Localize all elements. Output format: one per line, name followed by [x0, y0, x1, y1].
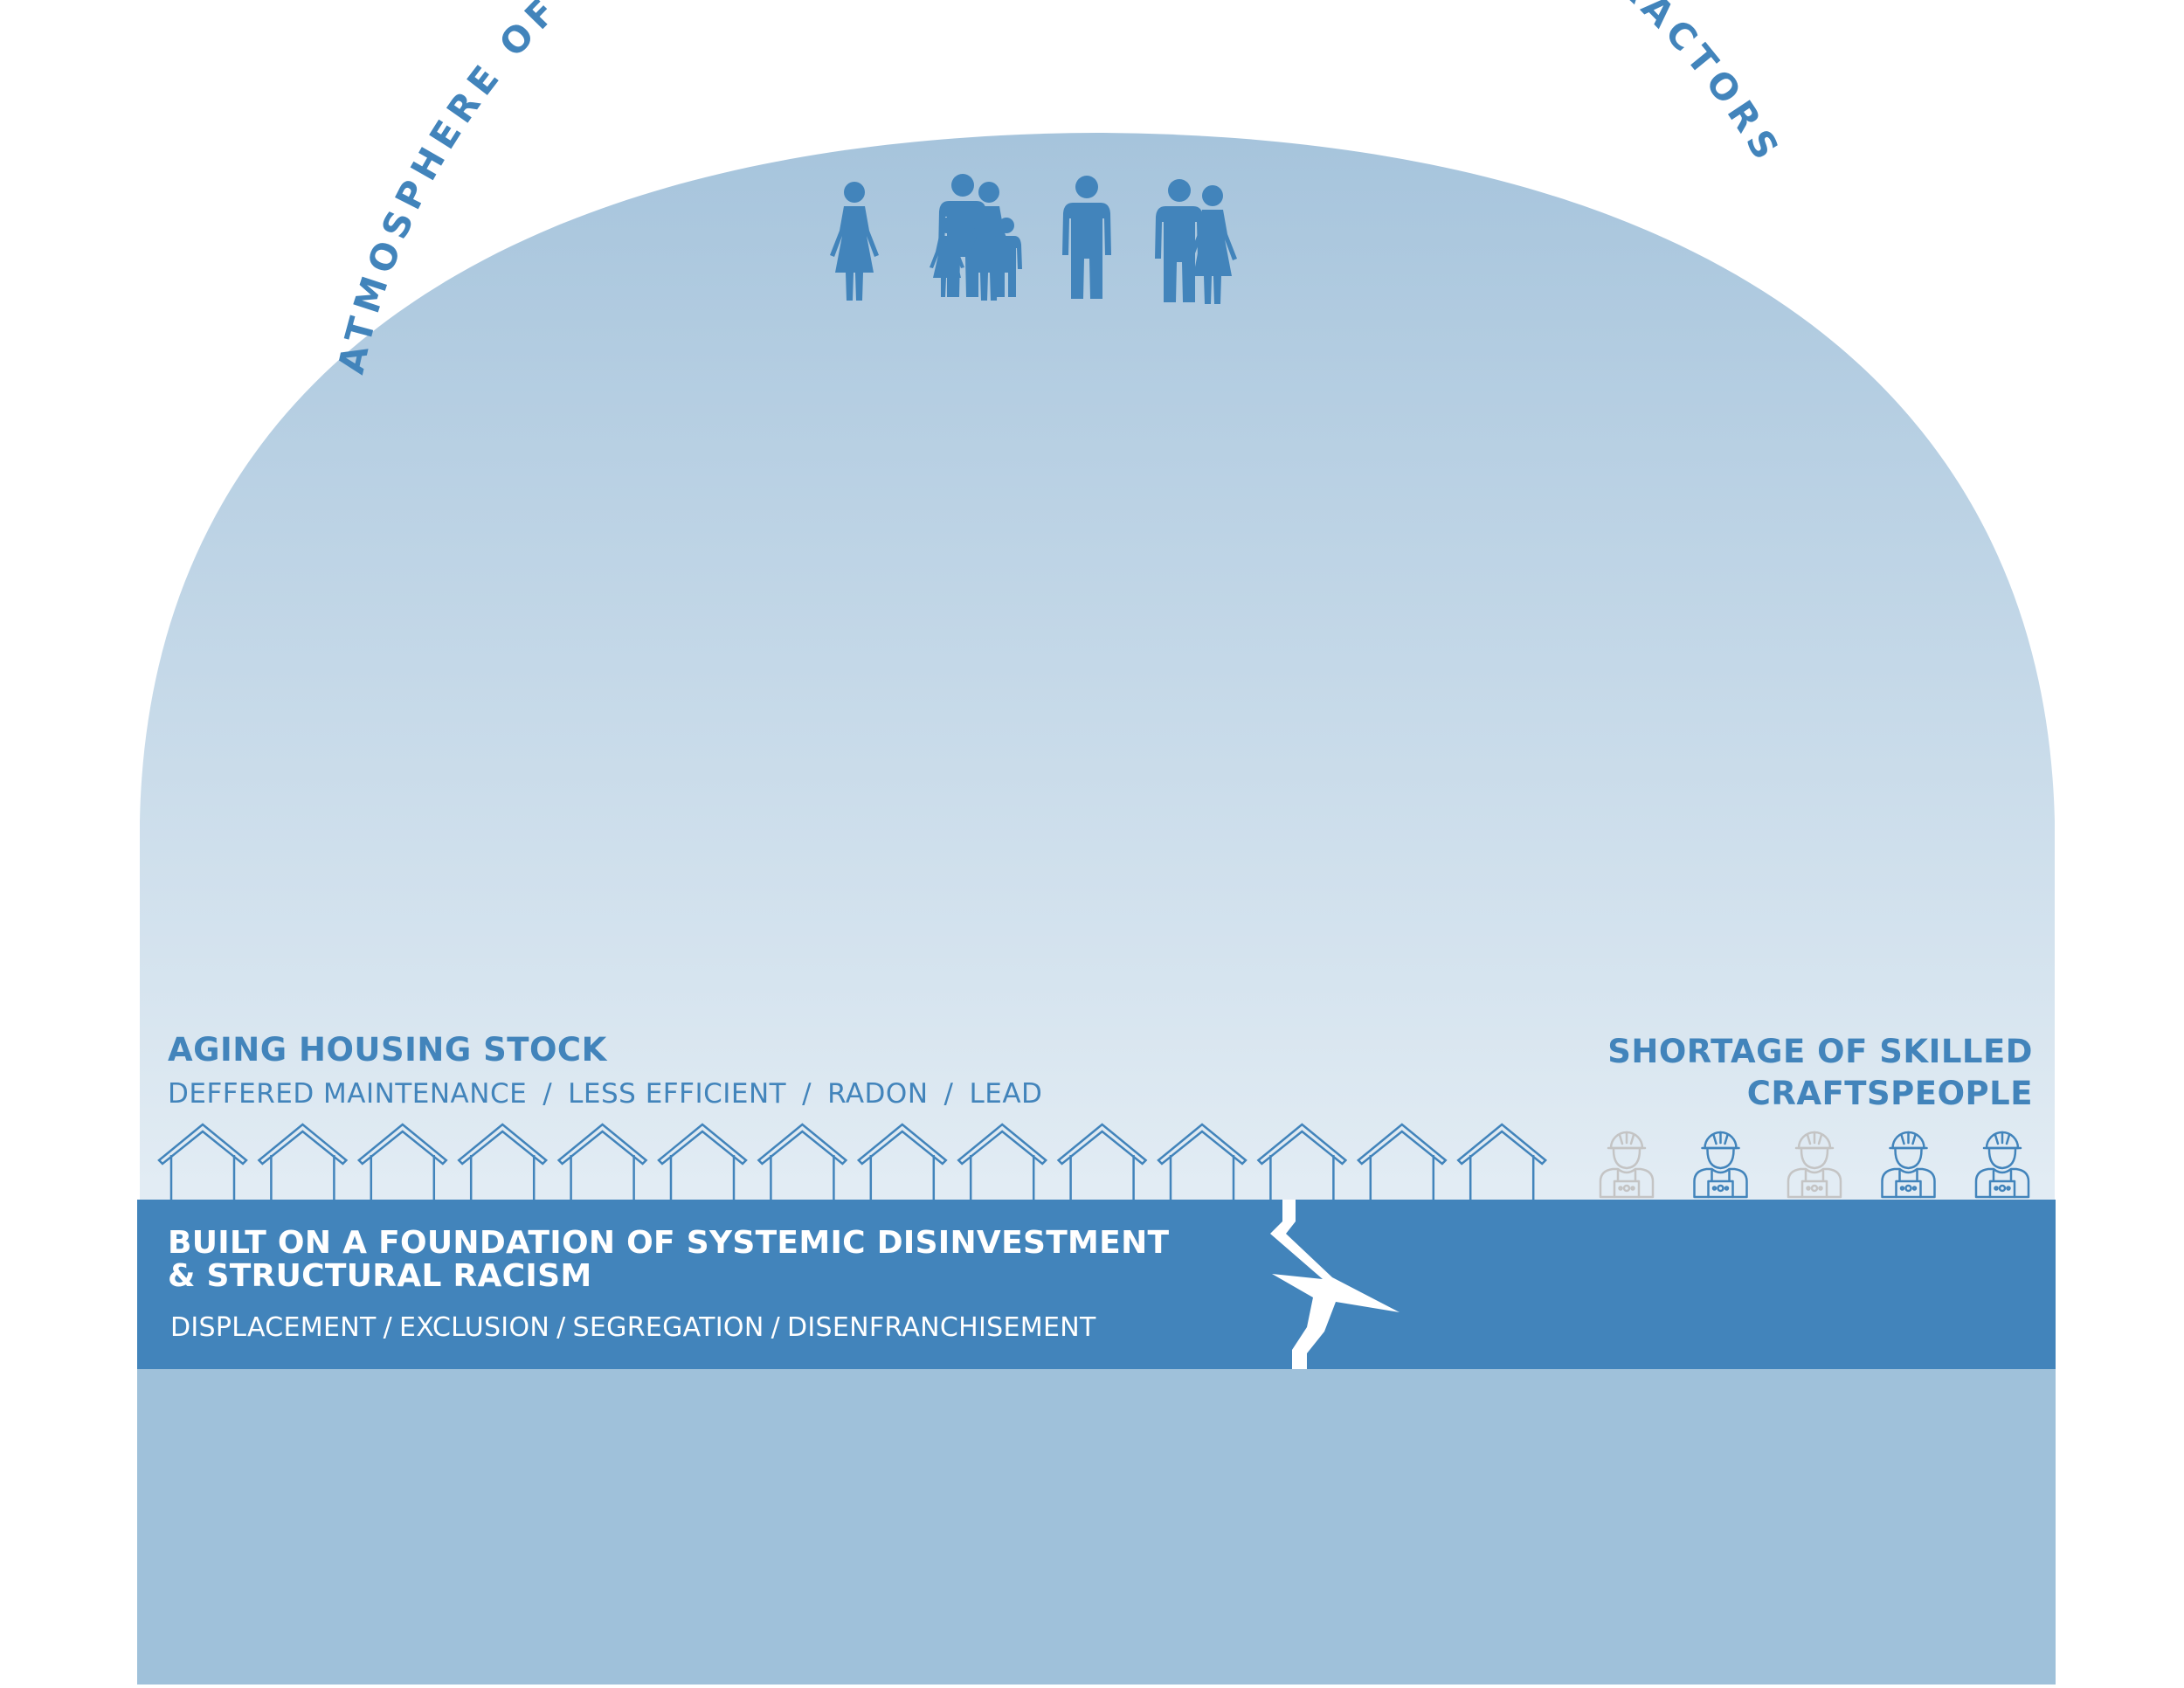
crack-icon — [1270, 1200, 1400, 1369]
shortage-line: SHORTAGE OF SKILLED — [1607, 1033, 2033, 1070]
foundation-item: EXCLUSION — [399, 1312, 550, 1343]
foundation-title: BUILT ON A FOUNDATION OF SYSTEMIC DISINV… — [168, 1227, 1169, 1293]
aging-item: DEFFERED MAINTENANCE — [168, 1078, 528, 1110]
foundation-item: DISENFRANCHISEMENT — [786, 1312, 1096, 1343]
foundation-line: & STRUCTURAL RACISM — [168, 1258, 592, 1294]
foundation-band — [137, 1200, 2056, 1369]
separator: / — [802, 1078, 812, 1110]
aging-item: RADON — [827, 1078, 929, 1110]
aging-housing-subtitle: DEFFERED MAINTENANCE / LESS EFFICIENT / RADO… — [168, 1078, 1042, 1110]
separator: / — [543, 1078, 553, 1110]
foundation-subtitle: DISPLACEMENT/EXCLUSION/SEGREGATION/DISEN… — [170, 1312, 1096, 1343]
separator: / — [556, 1312, 566, 1343]
separator: / — [383, 1312, 393, 1343]
separator: / — [771, 1312, 780, 1343]
foundation-item: DISPLACEMENT — [170, 1312, 377, 1343]
shortage-line: CRAFTSPEOPLE — [1746, 1075, 2033, 1112]
separator: / — [943, 1078, 954, 1110]
aging-housing-title: AGING HOUSING STOCK — [168, 1031, 607, 1069]
foundation-item: SEGREGATION — [572, 1312, 764, 1343]
foundation-line: BUILT ON A FOUNDATION OF SYSTEMIC DISINV… — [168, 1225, 1170, 1261]
shortage-title: SHORTAGE OF SKILLED CRAFTSPEOPLE — [1607, 1031, 2033, 1115]
aging-item: LESS EFFICIENT — [568, 1078, 787, 1110]
ground-layer — [137, 1369, 2056, 1685]
aging-item: LEAD — [969, 1078, 1043, 1110]
